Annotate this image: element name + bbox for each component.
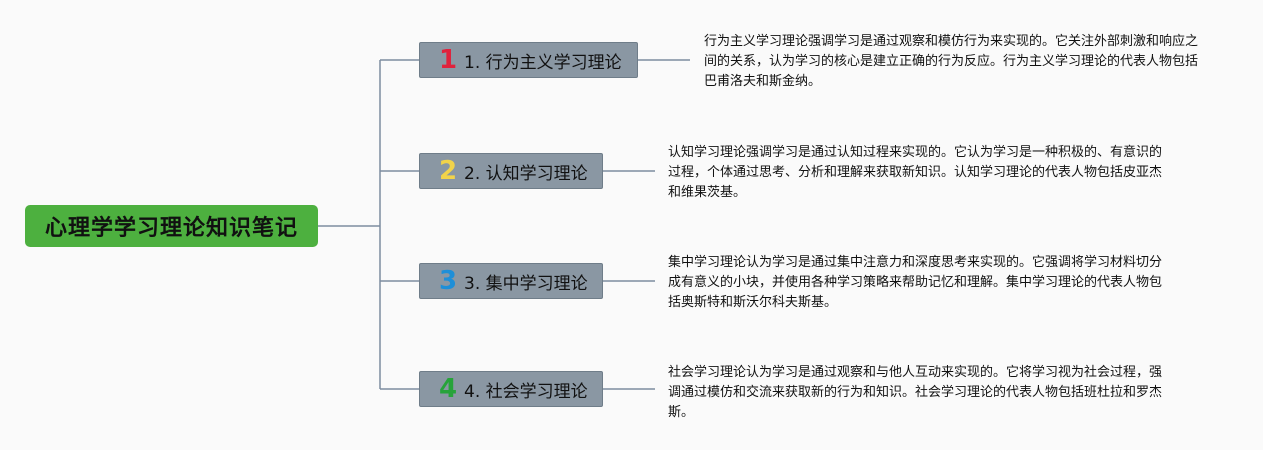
branch-node-3[interactable]: 3 3. 集中学习理论	[419, 263, 603, 299]
branch-node-4[interactable]: 4 4. 社会学习理论	[419, 371, 603, 407]
number-four-icon: 4	[438, 374, 458, 404]
branch-label: 3. 集中学习理论	[464, 273, 588, 294]
branch-label: 1. 行为主义学习理论	[464, 52, 622, 73]
branch-node-2[interactable]: 2 2. 认知学习理论	[419, 153, 603, 189]
branch-label: 4. 社会学习理论	[464, 381, 588, 402]
number-one-icon: 1	[438, 45, 458, 75]
branch-description-4: 社会学习理论认为学习是通过观察和与他人互动来实现的。它将学习视为社会过程，强调通…	[668, 365, 1163, 420]
branch-node-1[interactable]: 1 1. 行为主义学习理论	[419, 42, 638, 78]
number-two-icon: 2	[438, 156, 458, 186]
branch-label: 2. 认知学习理论	[464, 163, 588, 184]
number-three-icon: 3	[438, 266, 458, 296]
branch-description-3: 集中学习理论认为学习是通过集中注意力和深度思考来实现的。它强调将学习材料切分成有…	[668, 255, 1163, 310]
root-title: 心理学学习理论知识笔记	[44, 216, 298, 241]
root-node[interactable]: 心理学学习理论知识笔记	[25, 205, 318, 247]
branch-description-1: 行为主义学习理论强调学习是通过观察和模仿行为来实现的。它关注外部刺激和响应之间的…	[704, 34, 1199, 89]
branch-description-2: 认知学习理论强调学习是通过认知过程来实现的。它认为学习是一种积极的、有意识的过程…	[668, 145, 1163, 200]
